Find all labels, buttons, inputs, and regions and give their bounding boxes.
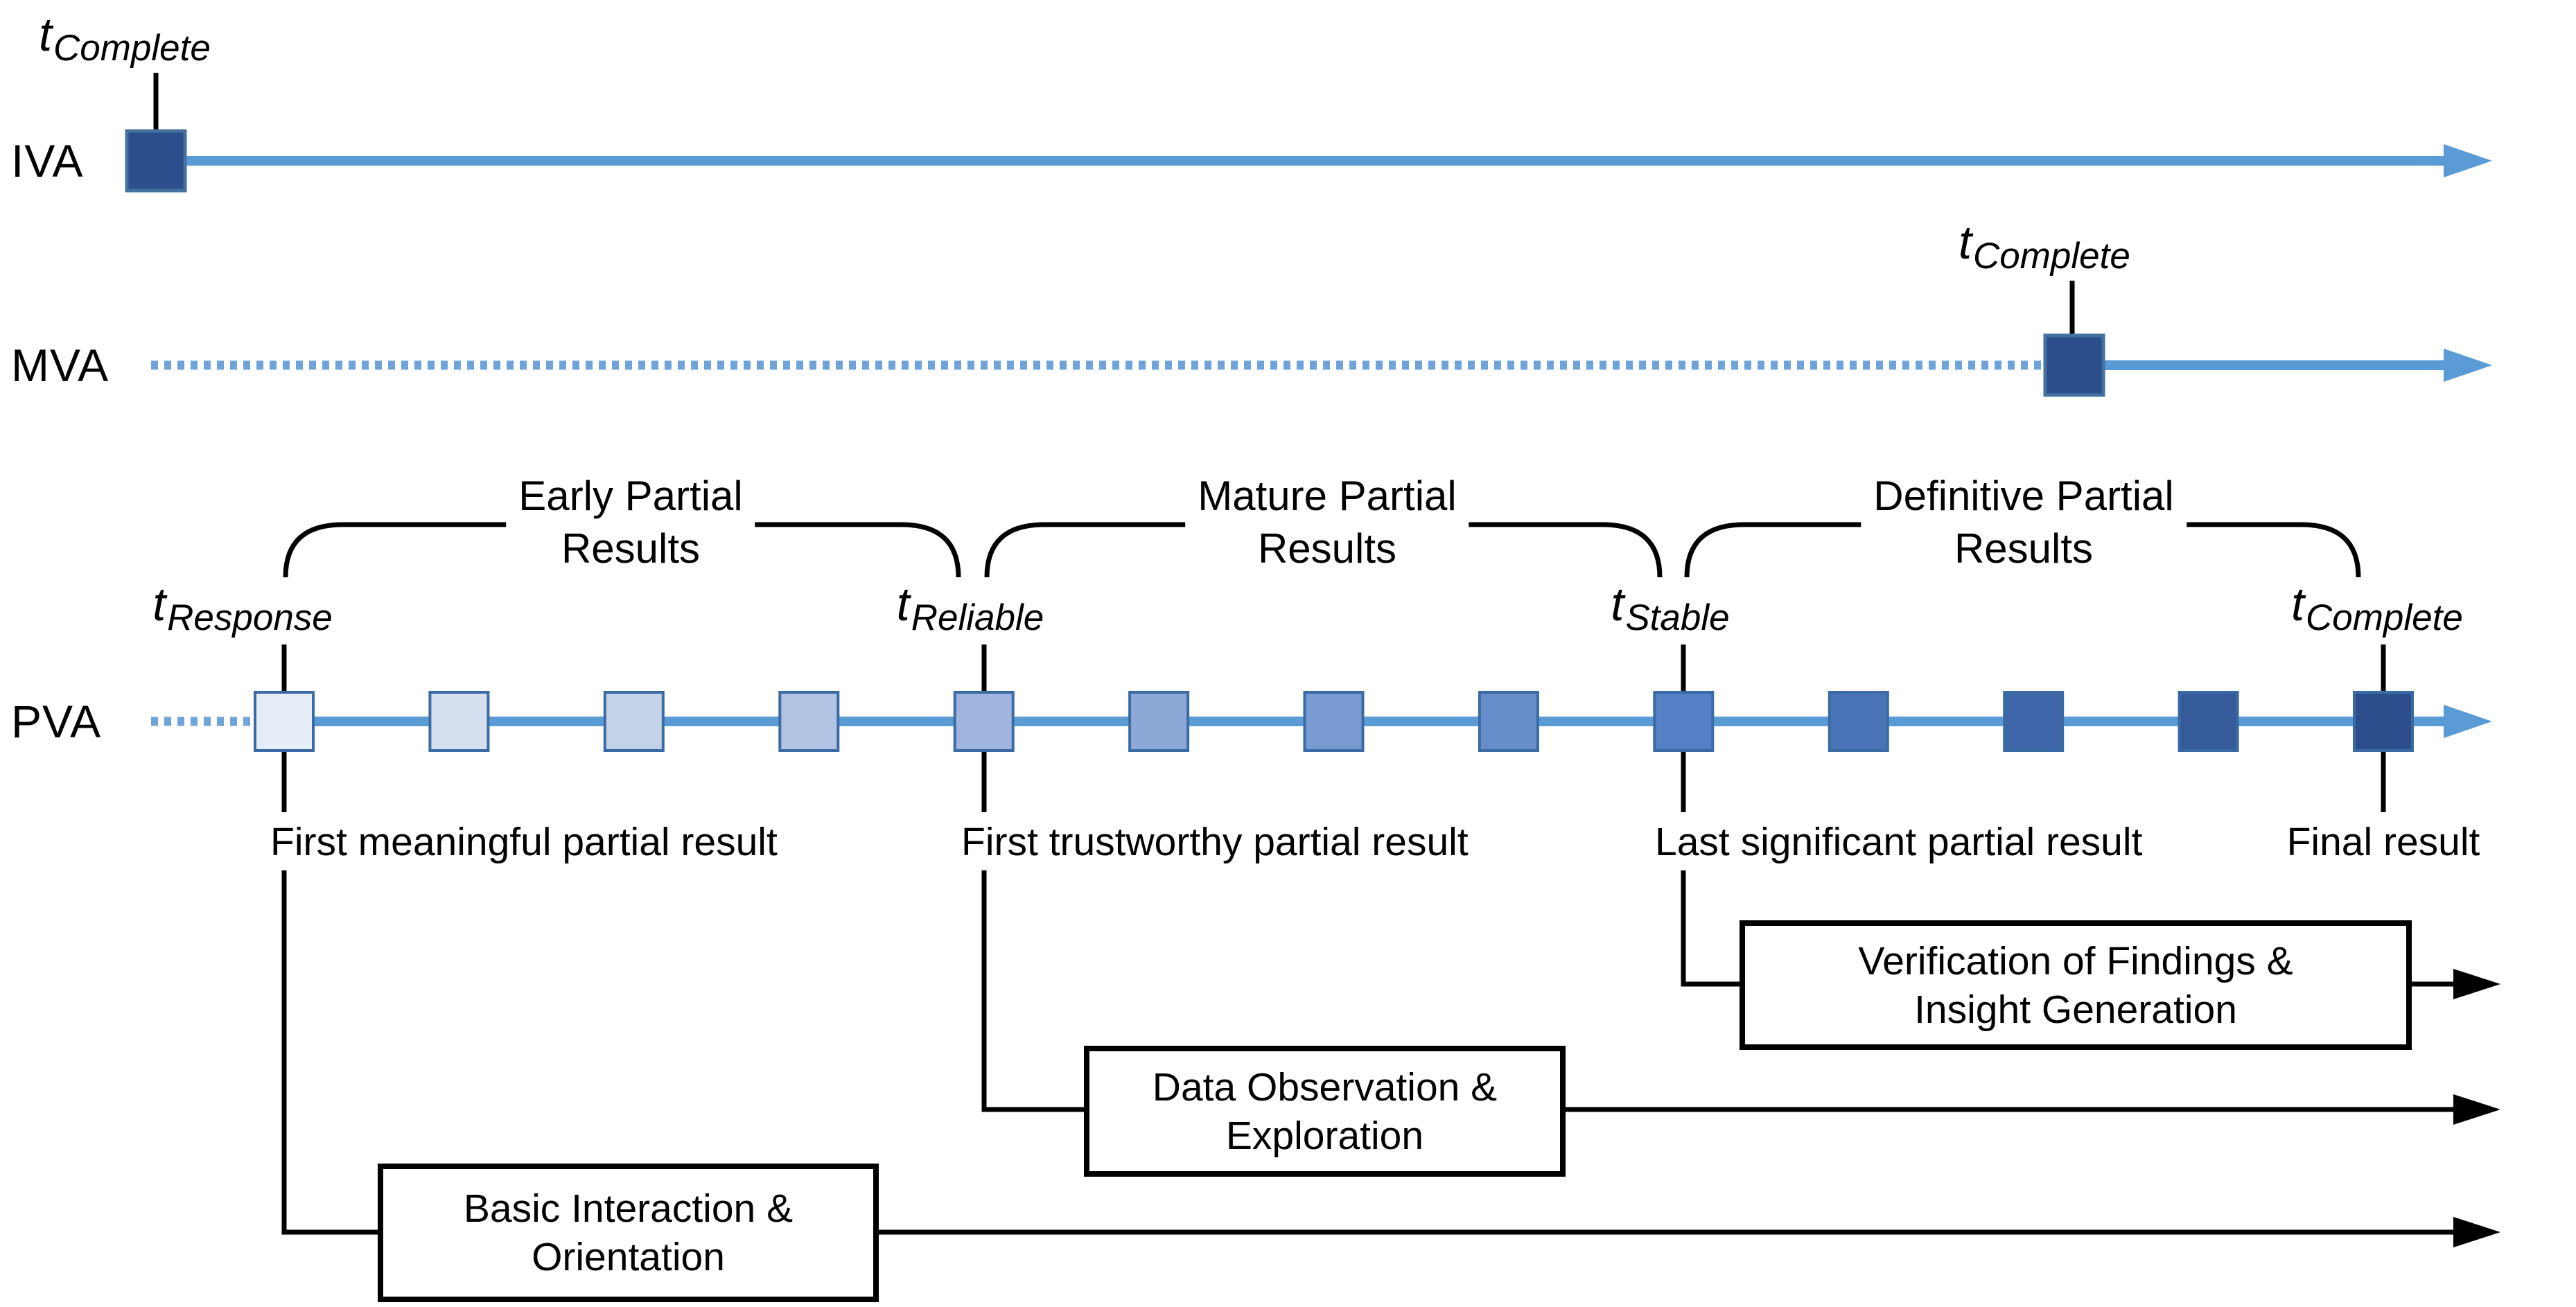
- flowbox-line1: Verification of Findings &: [1858, 938, 2293, 983]
- iva-tcomplete-label: tComplete: [39, 8, 211, 67]
- t-subscript: Reliable: [911, 597, 1044, 638]
- t-subscript: Complete: [1973, 236, 2130, 277]
- pva-square-13: [2353, 691, 2414, 752]
- row-label-mva: MVA: [11, 340, 109, 391]
- flowbox-line2: Exploration: [1225, 1113, 1424, 1158]
- region-line2: Results: [1954, 525, 2094, 572]
- t-symbol: t: [152, 578, 166, 631]
- flowbox-line1: Basic Interaction &: [463, 1186, 794, 1231]
- region-line1: Mature Partial: [1198, 473, 1457, 519]
- pva-square-8: [1478, 691, 1539, 752]
- region-line1: Early Partial: [518, 473, 743, 519]
- mva-complete-square: [2043, 333, 2105, 397]
- pva-square-7: [1303, 691, 1365, 752]
- flowbox-interaction: Basic Interaction & Orientation: [378, 1164, 879, 1302]
- pva-square-3: [603, 691, 665, 752]
- region-line2: Results: [561, 525, 701, 572]
- flowbox-observation: Data Observation & Exploration: [1084, 1046, 1566, 1177]
- pva-arrowhead-icon: [2444, 705, 2492, 738]
- flow-line-interaction: [281, 870, 2455, 1235]
- pva-square-9: [1653, 691, 1715, 752]
- mva-tcomplete-label: tComplete: [1959, 216, 2130, 274]
- t-symbol: t: [1959, 216, 1972, 269]
- flowbox-line2: Insight Generation: [1914, 987, 2237, 1032]
- annotation-last-significant: Last significant partial result: [1655, 820, 2143, 864]
- region-label-definitive-partial: Definitive Partial Results: [1861, 470, 2187, 575]
- pva-square-10: [1828, 691, 1889, 752]
- t-symbol: t: [39, 8, 53, 61]
- pva-tstable-label: tStable: [1611, 578, 1729, 636]
- pva-square-2: [428, 691, 490, 752]
- row-label-iva: IVA: [11, 135, 84, 186]
- annotation-final-result: Final result: [2286, 820, 2480, 864]
- pva-square-1: [254, 691, 315, 752]
- region-line1: Definitive Partial: [1873, 473, 2174, 519]
- t-subscript: Complete: [2306, 597, 2463, 638]
- pva-tresponse-label: tResponse: [152, 578, 333, 636]
- pva-square-4: [778, 691, 840, 752]
- iva-arrowhead-icon: [2444, 144, 2492, 177]
- iva-complete-square: [125, 129, 187, 193]
- region-label-early-partial: Early Partial Results: [506, 470, 755, 575]
- t-symbol: t: [896, 578, 910, 631]
- region-label-mature-partial: Mature Partial Results: [1185, 470, 1469, 575]
- pva-square-5: [953, 691, 1015, 752]
- t-symbol: t: [2291, 578, 2305, 631]
- t-symbol: t: [1611, 578, 1624, 631]
- pva-square-11: [2003, 691, 2065, 752]
- flowbox-line1: Data Observation &: [1152, 1064, 1498, 1109]
- mva-arrowhead-icon: [2444, 349, 2492, 382]
- pva-treliable-label: tReliable: [896, 578, 1044, 636]
- t-subscript: Stable: [1625, 597, 1730, 638]
- pva-tcomplete-label: tComplete: [2291, 578, 2463, 636]
- flowbox-line2: Orientation: [532, 1235, 725, 1279]
- t-subscript: Complete: [53, 28, 211, 69]
- region-line2: Results: [1257, 525, 1397, 572]
- pva-square-6: [1128, 691, 1190, 752]
- row-label-pva: PVA: [11, 696, 102, 747]
- pva-square-12: [2178, 691, 2239, 752]
- annotation-first-trustworthy: First trustworthy partial result: [961, 820, 1469, 864]
- t-subscript: Response: [167, 597, 333, 638]
- flowbox-verification: Verification of Findings & Insight Gener…: [1740, 920, 2412, 1050]
- flow-arrowhead-interaction-icon: [2453, 1217, 2500, 1247]
- flow-arrowhead-verification-icon: [2453, 969, 2500, 999]
- annotation-first-meaningful: First meaningful partial result: [270, 820, 778, 864]
- flow-arrowhead-observation-icon: [2453, 1094, 2500, 1125]
- flow-line-observation: [981, 870, 2455, 1112]
- pva-squares-group: [254, 691, 2414, 752]
